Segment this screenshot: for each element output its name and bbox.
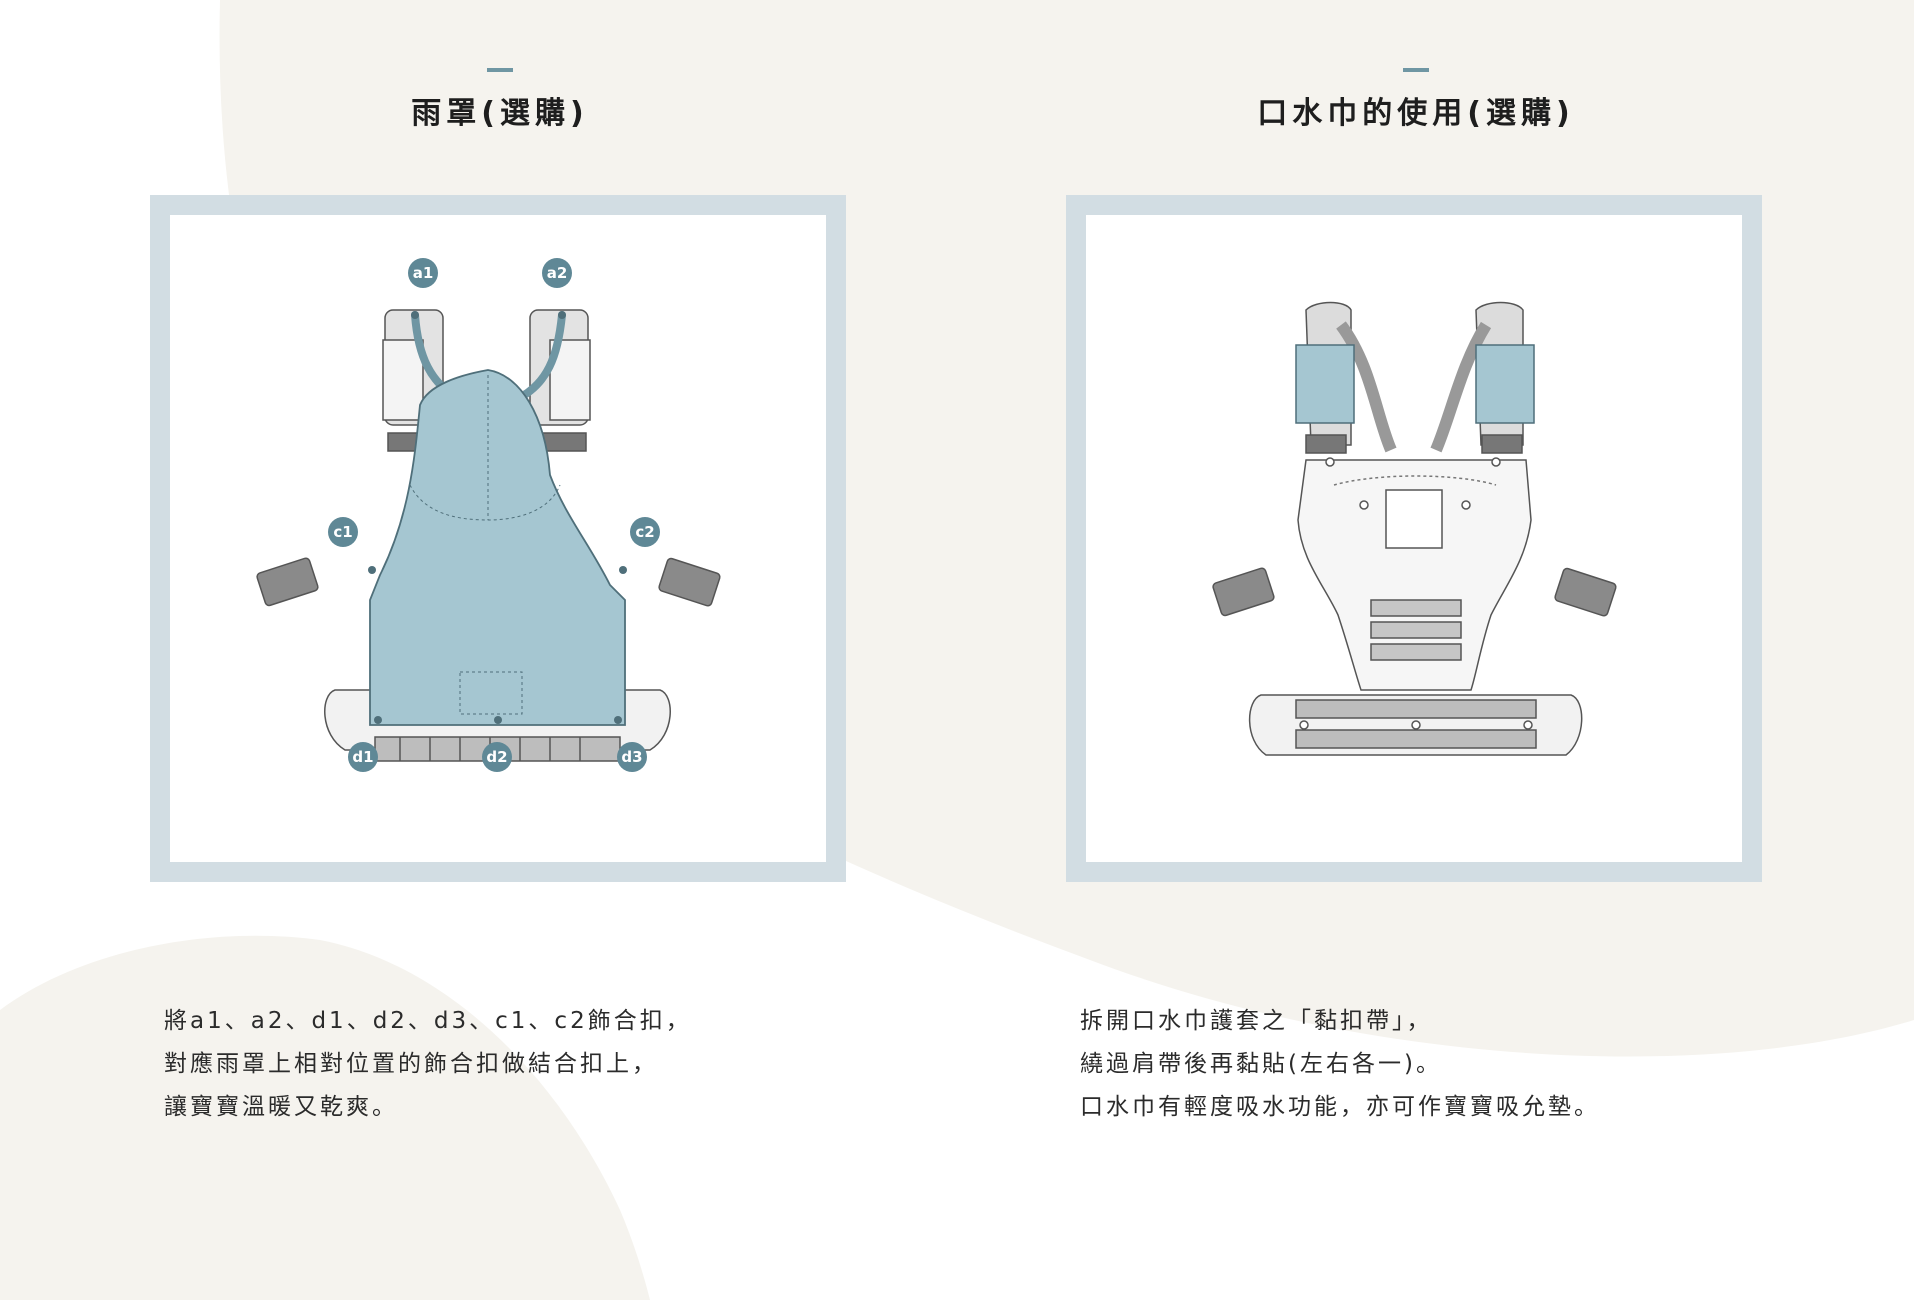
drool-pad-description-line-1: 拆開口水巾護套之「黏扣帶」， xyxy=(1080,1008,1433,1034)
svg-text:c2: c2 xyxy=(635,523,654,541)
pin-d3: d3 xyxy=(617,742,647,772)
svg-text:c1: c1 xyxy=(333,523,352,541)
svg-text:d1: d1 xyxy=(352,748,373,766)
drool-pad-description: 拆開口水巾護套之「黏扣帶」， 繞過肩帶後再黏貼(左右各一)。 口水巾有輕度吸水功… xyxy=(1080,1000,1760,1129)
rain-cover-illustration: a1 a2 c1 c2 d1 d2 xyxy=(256,258,721,772)
rain-cover-description: 將a1、a2、d1、d2、d3、c1、c2飾合扣， 對應雨罩上相對位置的飾合扣做… xyxy=(164,1000,844,1129)
pin-c2: c2 xyxy=(630,517,660,547)
title-accent-dash xyxy=(1403,68,1429,72)
rain-cover-description-line-2: 對應雨罩上相對位置的飾合扣做結合扣上， xyxy=(164,1051,658,1077)
rain-cover-description-line-1: 將a1、a2、d1、d2、d3、c1、c2飾合扣， xyxy=(164,1008,692,1034)
pin-c1: c1 xyxy=(328,517,358,547)
background-blob-bottom xyxy=(0,935,650,1300)
rain-cover-pocket xyxy=(459,671,523,715)
rain-cover-shape xyxy=(369,369,626,726)
title-accent-dash xyxy=(487,68,513,72)
drool-pad-description-line-3: 口水巾有輕度吸水功能，亦可作寶寶吸允墊。 xyxy=(1080,1094,1600,1120)
baby-carrier-drawing xyxy=(1212,301,1617,756)
pin-d1: d1 xyxy=(348,742,378,772)
drool-pad-illustration xyxy=(1212,301,1617,756)
svg-text:d2: d2 xyxy=(486,748,507,766)
drool-pad-description-line-2: 繞過肩帶後再黏貼(左右各一)。 xyxy=(1080,1051,1442,1077)
rain-cover-title: 雨罩(選購) xyxy=(411,96,589,131)
svg-text:a2: a2 xyxy=(547,264,568,282)
drool-pad-title: 口水巾的使用(選購) xyxy=(1257,96,1575,131)
svg-text:d3: d3 xyxy=(621,748,642,766)
rain-cover-description-line-3: 讓寶寶溫暖又乾爽。 xyxy=(164,1094,398,1120)
drool-pad-illustration-frame xyxy=(1066,195,1762,882)
pin-a2: a2 xyxy=(542,258,572,288)
pin-d2: d2 xyxy=(482,742,512,772)
pin-a1: a1 xyxy=(408,258,438,288)
svg-text:a1: a1 xyxy=(413,264,434,282)
snap-dots xyxy=(368,311,627,724)
rain-cover-illustration-frame: a1 a2 c1 c2 d1 d2 xyxy=(150,195,846,882)
